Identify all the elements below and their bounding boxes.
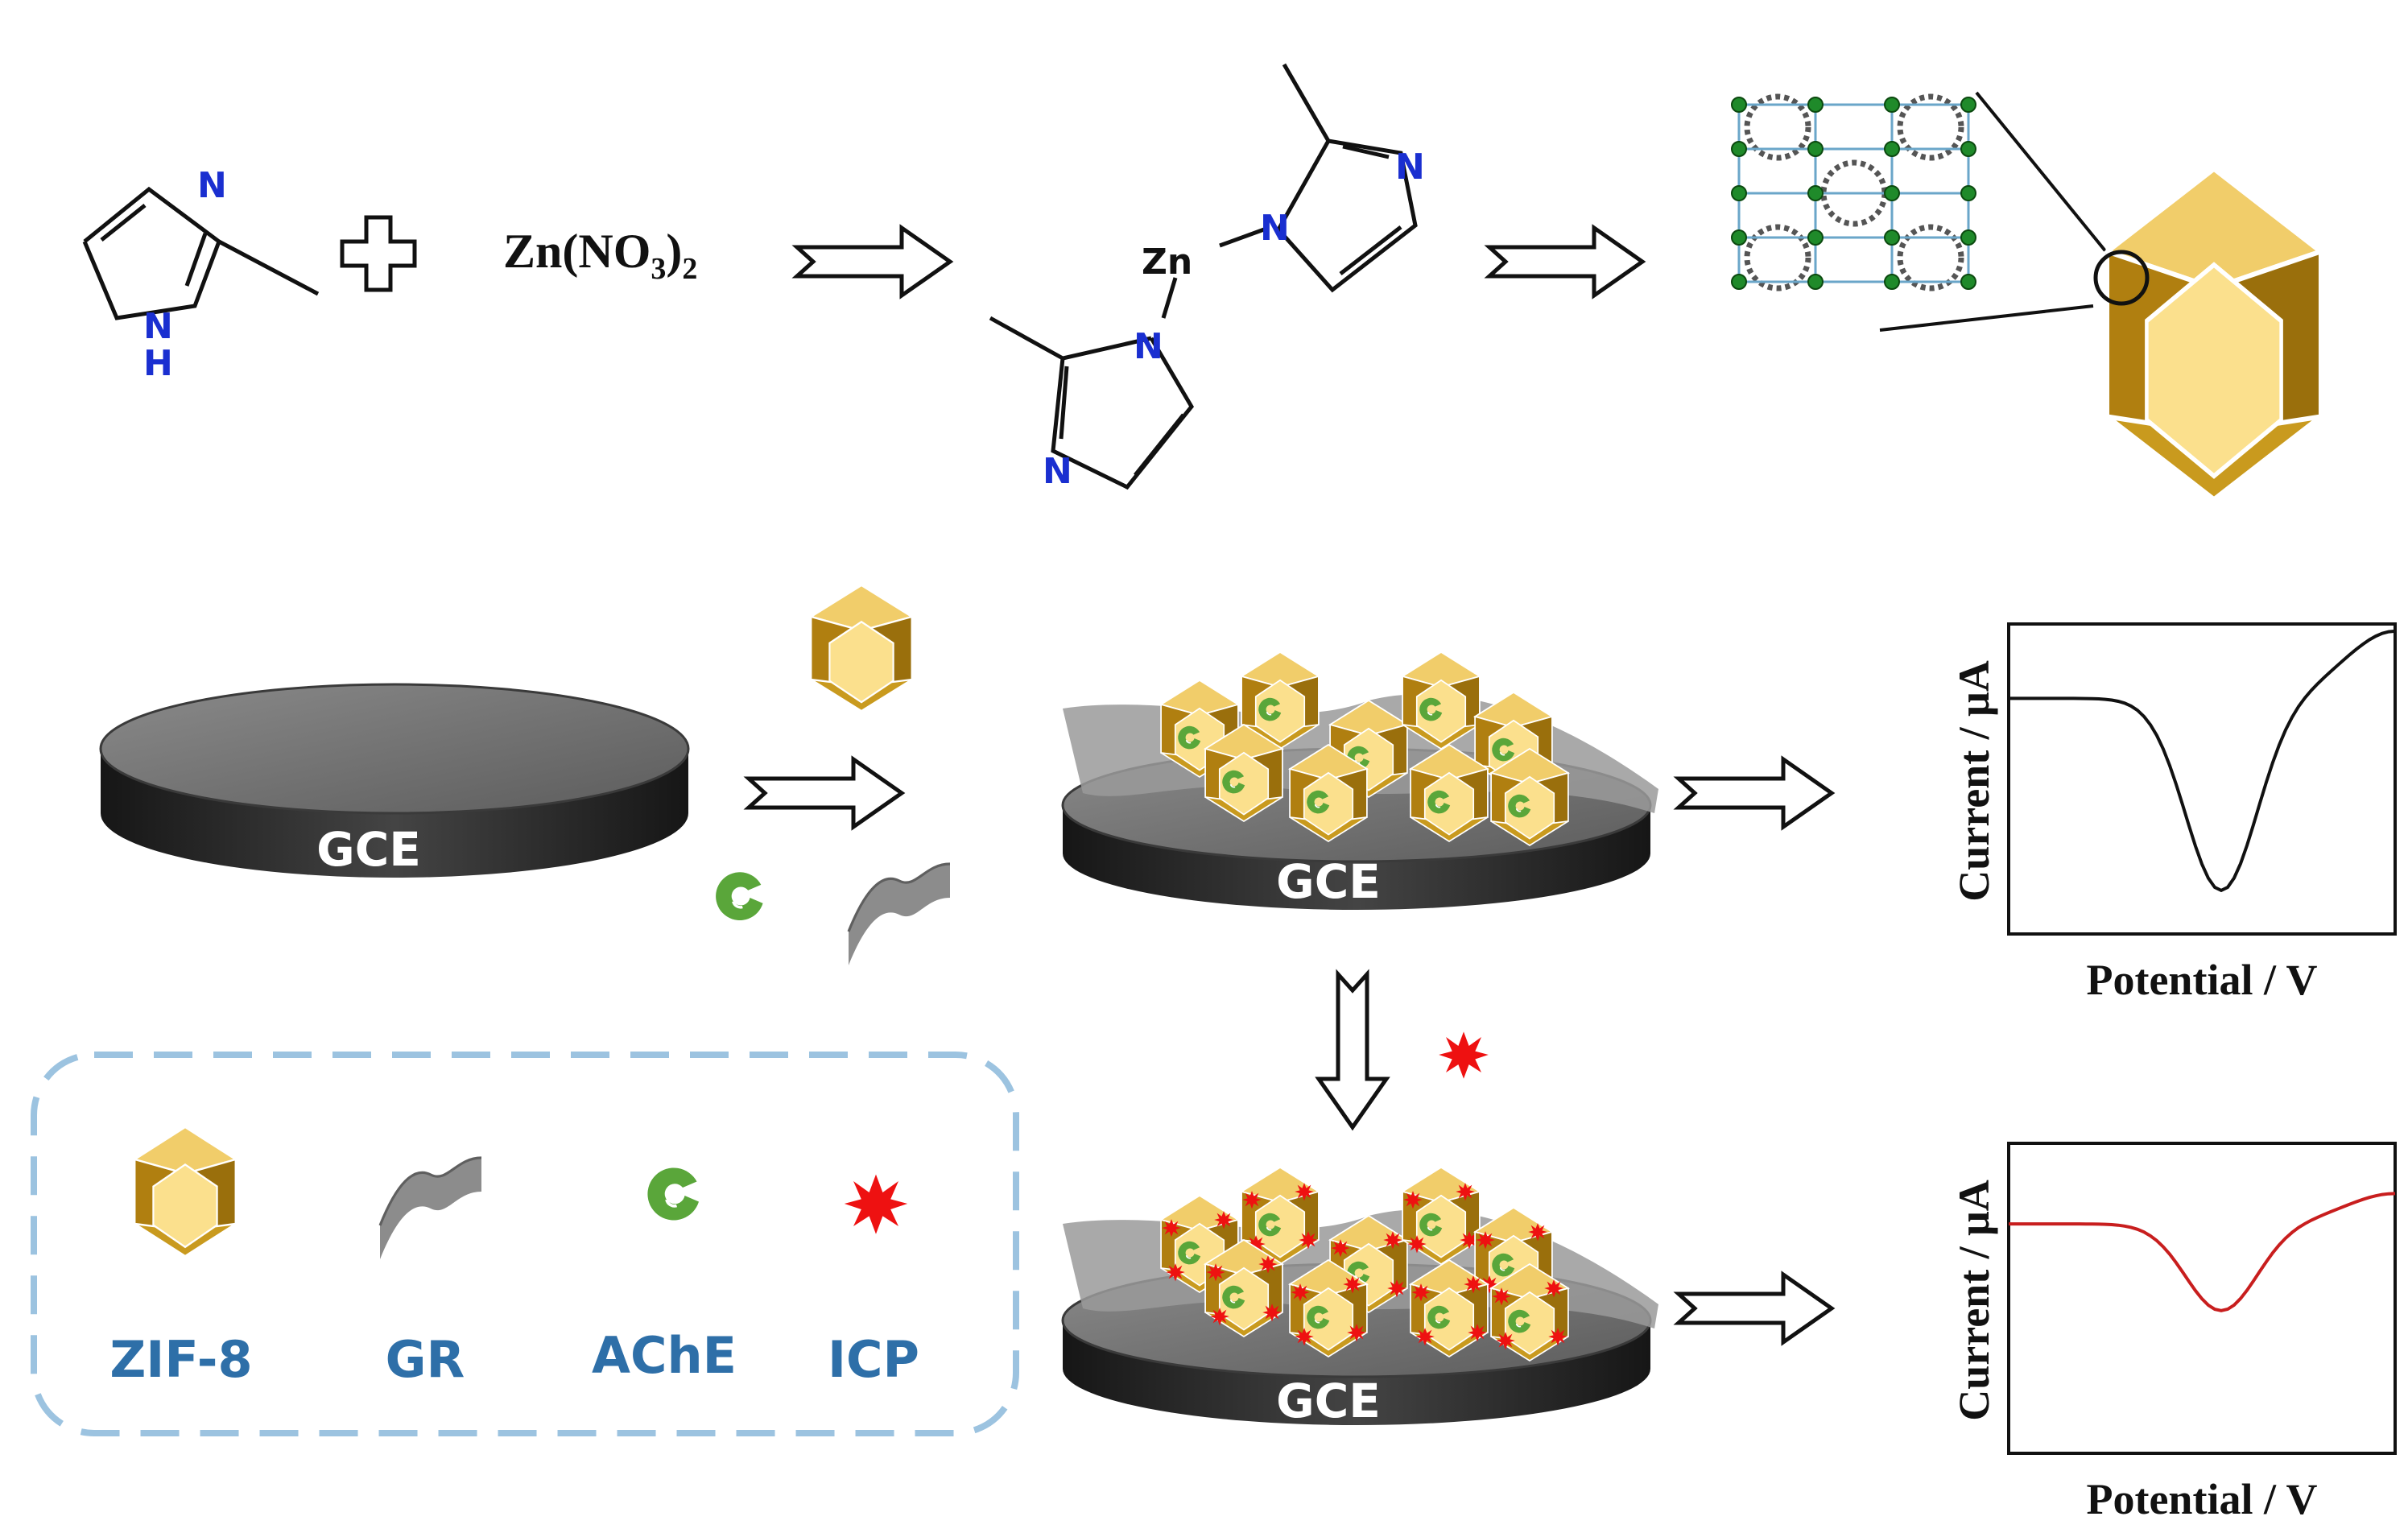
arrow-down-icon xyxy=(1315,969,1390,1131)
complex-n2: N xyxy=(1395,147,1425,188)
ache-icon xyxy=(714,870,765,922)
zn-node xyxy=(1960,97,1976,113)
plot-curve-before xyxy=(2009,629,2396,893)
legend-label-gr: GR xyxy=(386,1330,465,1389)
zn-node xyxy=(1960,274,1976,290)
zn-node xyxy=(1731,141,1747,157)
zn-node xyxy=(1807,185,1824,201)
inhibited-gce-electrode: GCE xyxy=(1061,1167,1658,1428)
complex-zn: Zn xyxy=(1142,242,1192,283)
complex-n4: N xyxy=(1043,451,1072,492)
gce-label-bare: GCE xyxy=(316,822,421,877)
plot-y-label: Current / μA xyxy=(1950,1180,1998,1421)
icp-icon xyxy=(844,1174,908,1234)
zn-node xyxy=(1884,229,1900,246)
gce-label-inhibited: GCE xyxy=(1276,1374,1381,1428)
arrow-right-icon xyxy=(797,228,950,295)
modified-gce-electrode: GCE xyxy=(1061,651,1658,910)
plot-y-label: Current / μA xyxy=(1950,660,1998,902)
voltammogram-after: Current / μA Potential / V xyxy=(1950,1142,2397,1523)
zn-node xyxy=(1960,229,1976,246)
plus-icon xyxy=(340,215,417,292)
methylimidazole-structure: N N H xyxy=(82,165,320,384)
legend-box: ZIF-8 GR AChE ICP xyxy=(31,1052,1019,1436)
zn-node xyxy=(1807,97,1824,113)
zif8-crystal-large xyxy=(1879,91,2320,499)
zn-node xyxy=(1807,229,1824,246)
zn-node xyxy=(1884,185,1900,201)
zn-node xyxy=(1960,141,1976,157)
plot-x-label: Potential / V xyxy=(2087,956,2318,1004)
arrow-right-icon xyxy=(1679,1275,1832,1342)
legend-label-ache: AChE xyxy=(592,1326,737,1385)
arrow-right-icon xyxy=(749,759,902,827)
complex-n3: N xyxy=(1134,326,1163,367)
zn-node xyxy=(1807,274,1824,290)
graphene-icon xyxy=(847,862,952,967)
arrow-right-icon xyxy=(1679,759,1832,827)
imidazolate-ring xyxy=(1897,224,1964,291)
zif8-framework-lattice xyxy=(1731,93,1976,291)
zn-node xyxy=(1731,274,1747,290)
bare-gce-electrode: GCE xyxy=(99,683,690,878)
imidazolate-ring xyxy=(1744,93,1811,161)
legend-label-icp: ICP xyxy=(828,1330,919,1389)
voltammogram-before: Current / μA Potential / V xyxy=(1950,622,2397,1004)
zif8-icon xyxy=(134,1126,237,1258)
arrow-right-icon xyxy=(1489,228,1642,295)
imidazolate-ring xyxy=(1897,93,1964,161)
plot-x-label: Potential / V xyxy=(2087,1475,2318,1523)
plot-curve-after xyxy=(2009,1192,2396,1312)
zif8-icon xyxy=(810,584,913,713)
legend-label-zif8: ZIF-8 xyxy=(109,1330,252,1389)
plot-frame xyxy=(2007,622,2397,936)
zn-node xyxy=(1731,229,1747,246)
imidazolate-ring xyxy=(1744,224,1811,291)
zn-node xyxy=(1731,97,1747,113)
complex-n1: N xyxy=(1260,208,1290,249)
imidazole-n-top: N xyxy=(197,165,227,206)
zn-node xyxy=(1884,97,1900,113)
ache-icon xyxy=(646,1166,700,1222)
zn-node xyxy=(1884,141,1900,157)
zn-node xyxy=(1960,185,1976,201)
imidazole-h: H xyxy=(143,343,173,384)
gce-label-modified: GCE xyxy=(1276,854,1381,909)
zn-node xyxy=(1731,185,1747,201)
icp-icon xyxy=(1439,1031,1489,1079)
zn-node xyxy=(1807,141,1824,157)
graphene-icon xyxy=(378,1156,483,1261)
zn-node xyxy=(1884,274,1900,290)
zinc-imidazolate-complex: Zn N N N N xyxy=(989,63,1425,492)
imidazole-n-bottom: N xyxy=(143,306,173,347)
zinc-nitrate-formula: Zn(NO3)2 xyxy=(503,225,697,286)
